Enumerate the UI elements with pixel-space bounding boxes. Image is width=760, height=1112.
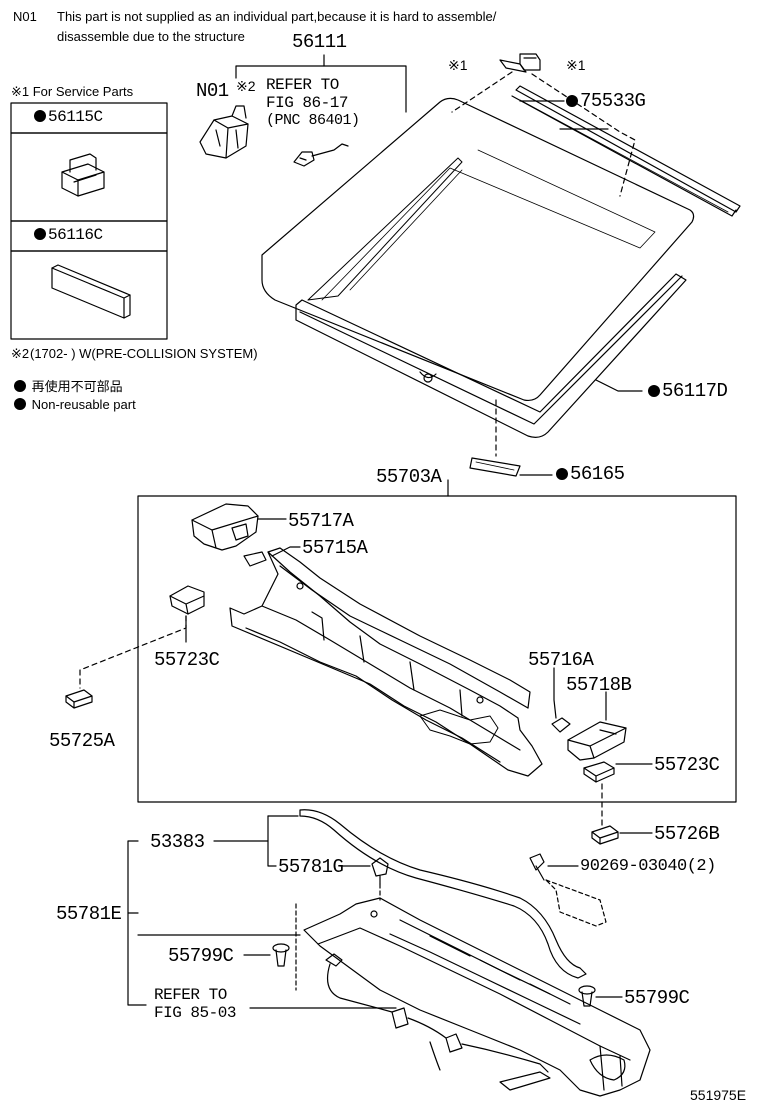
callout-ref85-line1: REFER TO <box>154 986 227 1004</box>
dashed-leaders-top <box>451 71 636 457</box>
clip-56115c-illustration <box>61 153 105 197</box>
clip-parts-m1 <box>499 53 541 73</box>
pad-55716a <box>551 717 571 733</box>
non-reusable-marker <box>648 385 660 397</box>
non-reusable-marker <box>34 110 46 122</box>
service-part-56116c: 56116C <box>34 226 103 244</box>
figure-id: 551975E <box>690 1087 747 1103</box>
clip-55799c-left <box>272 943 290 967</box>
leader-lines-lower <box>127 815 623 1009</box>
legend-label: 再使用不可部品 <box>31 379 123 394</box>
callout-55723c-left: 55723C <box>154 649 220 671</box>
callout-55716a: 55716A <box>528 649 594 671</box>
callout-ref85-line2: FIG 85-03 <box>154 1004 236 1022</box>
sensor-bracket-86401-illustration <box>293 143 349 167</box>
callout-55717a: 55717A <box>288 510 354 532</box>
cowl-louver-55781e <box>303 897 651 1097</box>
clip-90269-03040 <box>529 853 545 881</box>
service-parts-header: ※1 For Service Parts <box>11 84 134 99</box>
callout-ref86-line1: REFER TO <box>266 76 339 94</box>
seal-53383 <box>299 809 587 979</box>
service-part-56115c: 56115C <box>34 108 103 126</box>
callout-75533g: 75533G <box>566 90 646 112</box>
stopper-55723c-right <box>583 761 615 783</box>
callout-55703a: 55703A <box>376 466 442 488</box>
bracket-n01-illustration <box>199 105 249 159</box>
callout-56117d: 56117D <box>648 380 728 402</box>
service-part-number: 56115C <box>48 108 103 126</box>
legend-item-jp: 再使用不可部品 <box>14 376 123 395</box>
callout-55726b: 55726B <box>654 823 720 845</box>
note-line-1: This part is not supplied as an individu… <box>57 9 497 24</box>
bracket-55718b <box>567 721 627 761</box>
callout-55781g: 55781G <box>278 856 344 878</box>
non-reusable-marker <box>566 95 578 107</box>
callout-ref86-line2: FIG 86-17 <box>266 94 348 112</box>
filled-circle-icon <box>14 398 26 410</box>
legend-label: Non-reusable part <box>31 397 136 412</box>
footnote-text: (1702- ) W(PRE-COLLISION SYSTEM) <box>30 346 258 361</box>
note-code: N01 <box>13 9 37 24</box>
callout-55781e: 55781E <box>56 903 122 925</box>
leader-lines-cowl <box>185 518 653 867</box>
callout-90269: 90269-03040(2) <box>580 857 716 876</box>
windshield-glass-56111 <box>261 97 695 402</box>
part-number: 75533G <box>580 90 646 112</box>
callout-55723c-right: 55723C <box>654 754 720 776</box>
clip-outline-dashed <box>545 879 607 927</box>
callout-m1-left: ※1 <box>448 57 468 73</box>
pad-55726b <box>591 825 619 845</box>
pad-55725a <box>65 689 93 709</box>
part-56165 <box>469 457 521 477</box>
part-number: 56165 <box>570 463 625 485</box>
callout-53383: 53383 <box>150 831 205 853</box>
legend-item-en: Non-reusable part <box>14 397 136 412</box>
clip-55799c-right <box>578 985 596 1007</box>
footnote-mark: ※2 <box>11 346 30 361</box>
service-parts-table <box>10 102 168 340</box>
cowl-top-panel <box>229 547 543 777</box>
non-reusable-marker <box>34 228 46 240</box>
callout-n01: N01 <box>196 80 229 102</box>
callout-ref86-line3: (PNC 86401) <box>266 112 360 129</box>
cowl-panel-box <box>137 495 737 803</box>
pad-56116c-illustration <box>51 264 131 319</box>
seal-56117d <box>295 273 687 438</box>
filled-circle-icon <box>14 380 26 392</box>
non-reusable-marker <box>556 468 568 480</box>
callout-55718b: 55718B <box>566 674 632 696</box>
clip-55781g <box>371 857 389 885</box>
callout-55725a: 55725A <box>49 730 115 752</box>
callout-m1-right: ※1 <box>566 57 586 73</box>
pad-55715a <box>243 551 267 567</box>
callout-55799c-left: 55799C <box>168 945 234 967</box>
dashed-leaders-cowl <box>79 615 603 827</box>
service-part-number: 56116C <box>48 226 103 244</box>
bracket-55717a <box>191 503 259 551</box>
molding-75533g <box>511 85 741 217</box>
note-line-2: disassemble due to the structure <box>57 29 245 44</box>
leader-lines-top <box>235 54 643 497</box>
callout-56111: 56111 <box>292 31 347 53</box>
callout-ref86-mark: ※2 <box>236 78 256 94</box>
stopper-55723c-left <box>169 585 205 615</box>
callout-55799c-right: 55799C <box>624 987 690 1009</box>
callout-56165: 56165 <box>556 463 625 485</box>
part-number: 56117D <box>662 380 728 402</box>
callout-55715a: 55715A <box>302 537 368 559</box>
